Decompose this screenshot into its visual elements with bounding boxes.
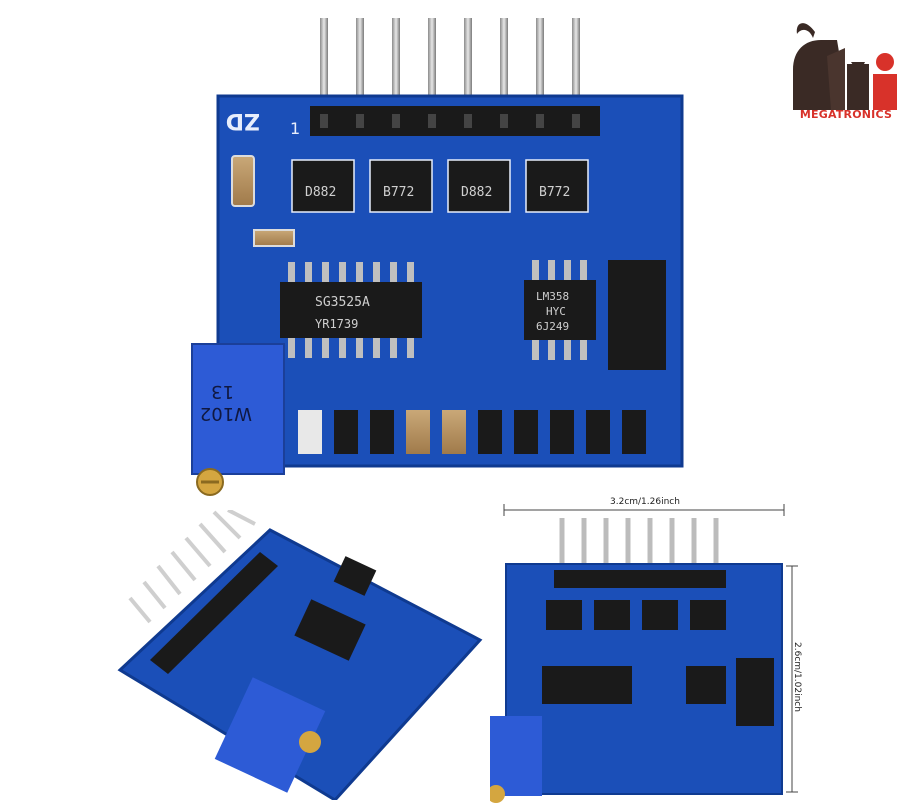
chip-q3: B772	[539, 185, 570, 200]
silk-zd: ZD	[226, 108, 260, 133]
svg-text:6J249: 6J249	[536, 320, 569, 333]
main-board-photo: ZD 1 D882 B772 D882 B772 SG3525A YR1739 …	[191, 18, 684, 496]
svg-text:YR1739: YR1739	[315, 317, 358, 331]
pcb-board	[216, 94, 684, 468]
svg-text:HYC: HYC	[546, 305, 566, 318]
ic-lm358: LM358 HYC 6J249	[524, 260, 596, 360]
brand-name: MEGATRONICS	[799, 108, 893, 121]
chip-q2: D882	[305, 185, 336, 200]
optocoupler	[608, 260, 666, 370]
svg-text:W102: W102	[200, 403, 252, 424]
goat-logo-icon	[793, 23, 897, 110]
svg-text:13: 13	[211, 381, 234, 402]
chip-q1: D882	[461, 185, 492, 200]
angled-board-photo	[117, 510, 483, 800]
chip-q4: B772	[383, 185, 414, 200]
smd-component-row	[298, 410, 646, 454]
brand-logo: MEGATRONICS	[787, 10, 905, 122]
width-dimension-label: 3.2cm/1.26inch	[610, 497, 680, 507]
header-pins	[320, 18, 580, 113]
svg-text:SG3525A: SG3525A	[315, 295, 370, 310]
trimpot: 13 W102	[191, 343, 285, 496]
svg-text:LM358: LM358	[536, 290, 569, 303]
height-dimension-label: 2.6cm/1.02inch	[792, 642, 802, 712]
silk-pin1: 1	[290, 119, 300, 138]
transistor-row: D882 B772 D882 B772	[291, 159, 589, 213]
ic-sg3525: SG3525A YR1739	[280, 262, 422, 358]
dimension-board-photo	[490, 504, 798, 803]
